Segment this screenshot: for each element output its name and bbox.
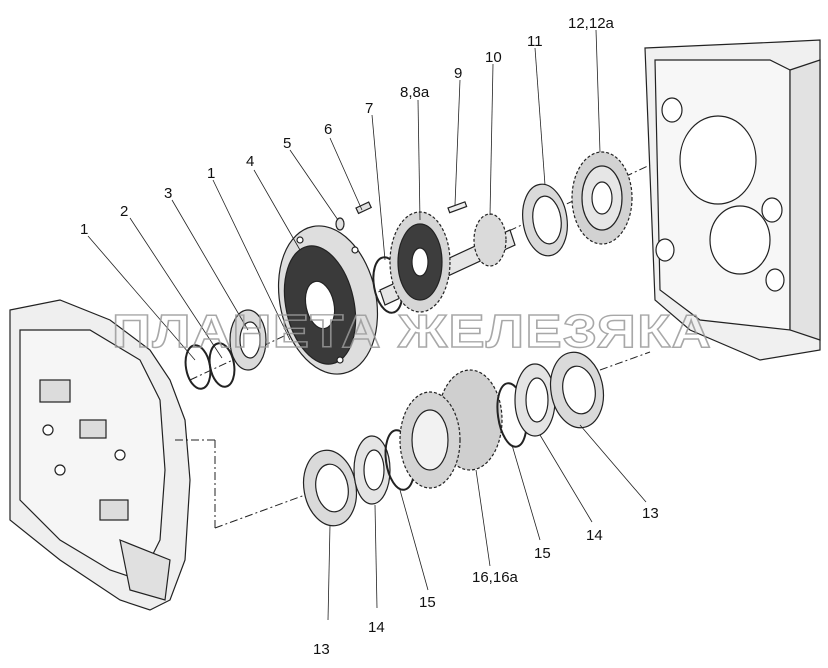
callout-12-12a: 12,12а bbox=[568, 15, 615, 32]
callout-6: 6 bbox=[324, 121, 332, 138]
callout-3: 3 bbox=[164, 185, 172, 202]
callout-13-left: 13 bbox=[313, 641, 330, 658]
callout-2: 2 bbox=[120, 203, 128, 220]
part-washer-14-left bbox=[353, 435, 391, 505]
left-housing bbox=[9, 299, 191, 611]
part-bearing-11 bbox=[522, 183, 568, 257]
callout-9: 9 bbox=[454, 65, 462, 82]
part-gear-12 bbox=[571, 151, 633, 245]
callout-15-left: 15 bbox=[419, 594, 436, 611]
callout-labels: 1 2 3 1 4 5 6 7 8,8а 9 10 11 12,12а 13 1… bbox=[80, 15, 659, 658]
part-bearing-3 bbox=[229, 309, 267, 371]
part-shaft-gear-8 bbox=[379, 211, 516, 313]
callout-8-8a: 8,8а bbox=[400, 84, 430, 101]
part-bearing-13-left bbox=[302, 449, 358, 527]
callout-11: 11 bbox=[527, 33, 543, 50]
callout-1a: 1 bbox=[80, 221, 88, 238]
callout-7: 7 bbox=[365, 100, 373, 117]
leader-lines bbox=[87, 29, 647, 621]
callout-16-16a: 16,16а bbox=[472, 569, 519, 586]
callout-14-right: 14 bbox=[586, 527, 603, 544]
watermark-text: ПЛАНЕТА ЖЕЛЕЗЯКА bbox=[112, 305, 712, 357]
part-cover-4 bbox=[277, 225, 379, 375]
part-washer-5-bolt-6 bbox=[335, 201, 373, 231]
part-washer-14-right bbox=[514, 363, 556, 437]
callout-5: 5 bbox=[283, 135, 291, 152]
callout-1b: 1 bbox=[207, 165, 215, 182]
callout-13-right: 13 bbox=[642, 505, 659, 522]
callout-15-right: 15 bbox=[534, 545, 551, 562]
callout-10: 10 bbox=[485, 49, 502, 66]
part-retaining-ring-1 bbox=[184, 342, 236, 390]
part-gear-block-16 bbox=[399, 369, 503, 489]
callout-4: 4 bbox=[246, 153, 254, 170]
right-housing bbox=[644, 39, 821, 361]
part-bearing-13-right bbox=[549, 351, 605, 429]
part-key-9 bbox=[447, 201, 468, 214]
callout-14-left: 14 bbox=[368, 619, 385, 636]
